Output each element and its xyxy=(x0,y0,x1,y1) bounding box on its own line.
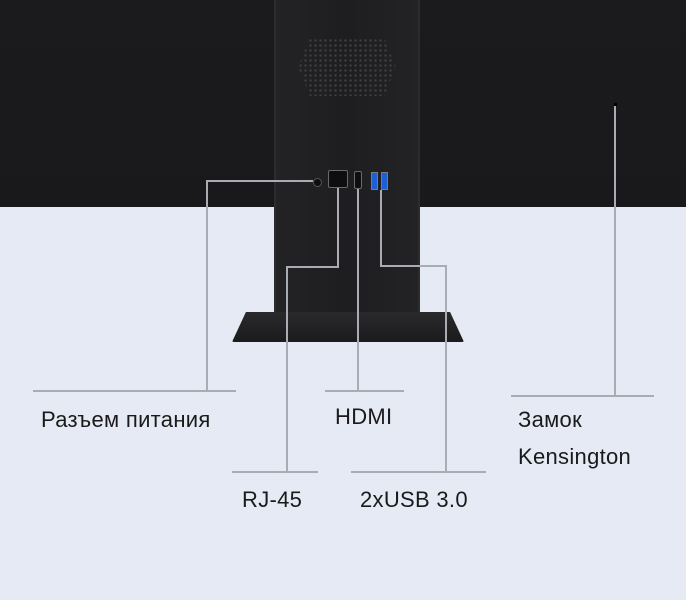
usb-label: 2xUSB 3.0 xyxy=(360,487,468,512)
usb-port-icon xyxy=(381,172,388,190)
power-leader-line xyxy=(206,180,313,391)
usb-port-icon xyxy=(371,172,378,190)
kensington-lock-slot-icon xyxy=(614,103,617,106)
power-port-icon xyxy=(313,178,322,187)
rj45-port-icon xyxy=(328,170,348,188)
ventilation-grille xyxy=(298,38,396,96)
kensington-lock-label-line1: Замок xyxy=(518,407,583,432)
rj45-label: RJ-45 xyxy=(242,487,303,512)
hdmi-label: HDMI xyxy=(335,404,393,429)
usb-leader-line xyxy=(380,190,447,472)
rj45-leader-line xyxy=(286,188,339,472)
power-connector-label: Разъем питания xyxy=(41,407,211,432)
stand-base xyxy=(232,312,464,342)
kensington-lock-label-line2: Kensington xyxy=(518,444,632,469)
hdmi-port-icon xyxy=(354,171,362,189)
